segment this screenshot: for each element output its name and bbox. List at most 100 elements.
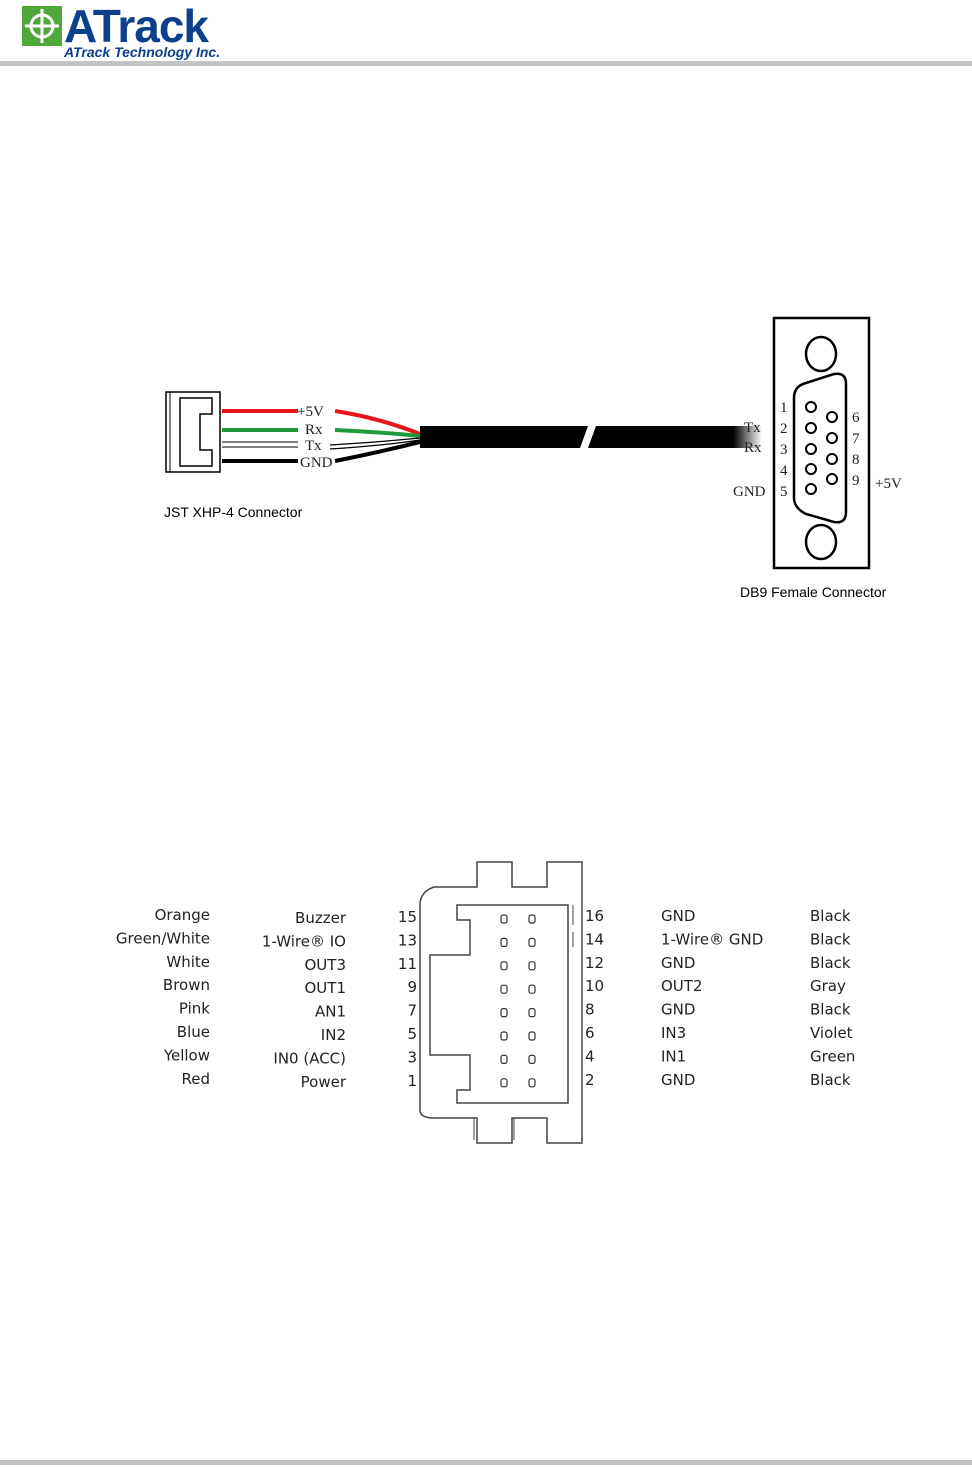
jst-connector: [165, 391, 221, 473]
db9-signal-label: +5V: [875, 476, 902, 492]
left-wire-color: Green/White: [116, 929, 210, 947]
right-pin-number: 6: [585, 1024, 595, 1042]
right-wire-color: Green: [810, 1047, 855, 1065]
db9-pin-number: 3: [780, 442, 788, 458]
right-wire-color: Black: [810, 930, 851, 948]
right-pin-signal: GND: [661, 1001, 695, 1019]
db9-pin-numbers-right: 6 7 8 9: [852, 410, 860, 489]
right-wire-color: Black: [810, 1071, 851, 1089]
right-pin-signal: GND: [661, 954, 695, 972]
db9-pin-number: 9: [852, 473, 860, 489]
logo-crosshair-icon: [22, 6, 62, 46]
pin-cell: [500, 1007, 508, 1018]
left-wire-color: Pink: [179, 1000, 210, 1018]
logo-wordmark: ATrack: [64, 0, 209, 52]
left-pin-number: 5: [407, 1025, 417, 1043]
jst-wire-label: Tx: [305, 438, 322, 454]
footer-divider: [0, 1460, 972, 1465]
pin-cell: [528, 1054, 536, 1065]
harness-connector: [419, 861, 583, 1144]
db9-pin-numbers-left: 1 2 3 4 5: [780, 400, 788, 500]
left-pin-number: 13: [398, 931, 417, 949]
right-pin-number: 14: [585, 930, 604, 948]
pin-cell: [500, 1031, 508, 1041]
db9-pin-number: 1: [780, 400, 788, 416]
db9-pin-number: 8: [852, 452, 860, 468]
right-pin-number: 16: [585, 907, 604, 925]
right-wire-color: Black: [810, 954, 851, 972]
left-wire-color: Brown: [163, 976, 210, 994]
right-pin-number: 12: [585, 954, 604, 972]
pin-cell: [528, 961, 536, 971]
left-pin-signal: AN1: [315, 1003, 346, 1021]
jst-wire-label: Rx: [305, 422, 323, 438]
db9-pin-number: 2: [780, 421, 788, 437]
cable-diagram: +5V Rx Tx GND JST XHP-4 Connector 1 2 3: [164, 316, 902, 600]
pin-cell: [500, 984, 508, 994]
header-divider: [0, 61, 972, 66]
left-pin-signal: 1-Wire® IO: [262, 932, 346, 950]
right-pin-signal: IN3: [661, 1024, 686, 1042]
right-pin-signal: OUT2: [661, 977, 703, 995]
left-pin-number: 7: [407, 1002, 417, 1020]
db9-signal-label: GND: [733, 484, 766, 500]
pin-cell: [500, 1078, 508, 1088]
db9-connector: [772, 316, 871, 570]
right-pin-signal: GND: [661, 1071, 695, 1089]
db9-pin-number: 4: [780, 463, 788, 479]
left-pin-signal: Buzzer: [295, 909, 347, 927]
left-pin-number: 15: [398, 908, 417, 926]
left-wire-color: Blue: [177, 1023, 210, 1041]
jst-wire-label: GND: [300, 455, 333, 471]
right-pin-number: 2: [585, 1071, 595, 1089]
logo-subtitle: ATrack Technology Inc.: [64, 44, 221, 60]
pin-cell: [528, 1078, 536, 1088]
left-pin-signal: Power: [301, 1073, 347, 1091]
db9-caption: DB9 Female Connector: [740, 584, 887, 600]
right-pin-number: 8: [585, 1001, 595, 1019]
db9-signal-label: Tx: [744, 420, 761, 436]
right-pin-signal: GND: [661, 907, 695, 925]
harness-pin-cells: [500, 914, 536, 1088]
pin-cell: [500, 1054, 508, 1065]
pin-cell: [500, 961, 508, 971]
right-pin-number: 4: [585, 1047, 595, 1065]
right-pin-signal: 1-Wire® GND: [661, 930, 763, 948]
cable-body: [420, 426, 762, 448]
pin-cell: [528, 1031, 536, 1041]
left-pin-signal: OUT1: [305, 979, 347, 997]
pin-cell: [528, 914, 536, 924]
left-wire-color: White: [166, 953, 210, 971]
right-pin-signal: IN1: [661, 1047, 686, 1065]
left-wire-color: Yellow: [163, 1046, 210, 1064]
left-pin-number: 3: [407, 1048, 417, 1066]
jst-wire-label: +5V: [297, 404, 324, 420]
left-pin-signal: IN2: [321, 1026, 346, 1044]
pin-cell: [500, 914, 508, 924]
left-pin-number: 11: [398, 955, 417, 973]
left-pin-number: 1: [407, 1072, 417, 1090]
left-pin-signal: OUT3: [305, 956, 347, 974]
right-wire-color: Violet: [810, 1024, 853, 1042]
left-wire-color: Red: [182, 1070, 211, 1088]
jst-wires: [222, 409, 421, 463]
right-pin-number: 10: [585, 977, 604, 995]
left-pin-number: 9: [407, 978, 417, 996]
db9-pin-number: 7: [852, 431, 860, 447]
db9-pin-number: 5: [780, 484, 788, 500]
db9-signal-label: Rx: [744, 440, 762, 456]
pin-cell: [528, 937, 536, 948]
pin-cell: [500, 937, 508, 948]
right-wire-color: Black: [810, 907, 851, 925]
jst-caption: JST XHP-4 Connector: [164, 504, 303, 520]
pin-cell: [528, 984, 536, 994]
right-wire-color: Black: [810, 1001, 851, 1019]
pin-cell: [528, 1007, 536, 1018]
db9-pin-number: 6: [852, 410, 860, 426]
left-pin-signal: IN0 (ACC): [273, 1049, 346, 1067]
left-wire-color: Orange: [155, 906, 210, 924]
right-wire-color: Gray: [810, 977, 846, 995]
